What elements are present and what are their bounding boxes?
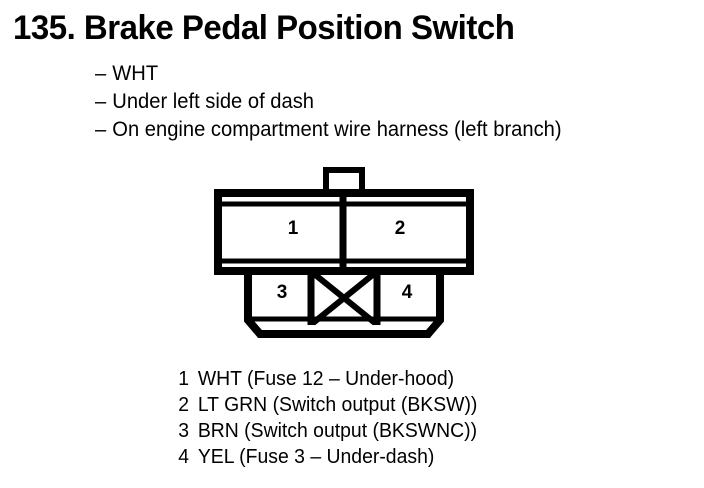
legend-pin-description: BRN (Switch output (BKSWNC)) — [197, 420, 478, 442]
locking-tab-icon — [323, 167, 365, 199]
cavity-number-3: 3 — [276, 282, 288, 303]
bullet-dash-icon: – — [95, 90, 107, 113]
legend-pin-number: 1 — [178, 368, 190, 390]
legend-row: 4 YEL (Fuse 3 – Under-dash) — [160, 444, 477, 470]
legend-pin-number: 2 — [178, 394, 190, 416]
upper-body-shell — [214, 189, 474, 275]
legend-pin-description: YEL (Fuse 3 – Under-dash) — [197, 446, 435, 468]
description-bullet-list: – WHT – Under left side of dash – On eng… — [95, 60, 695, 144]
legend-pin-description: WHT (Fuse 12 – Under-hood) — [197, 368, 455, 390]
legend-row: 1 WHT (Fuse 12 – Under-hood) — [160, 366, 477, 392]
pin-legend: 1 WHT (Fuse 12 – Under-hood) 2 LT GRN (S… — [160, 366, 487, 470]
legend-pin-number: 3 — [178, 420, 190, 442]
list-item-label: On engine compartment wire harness (left… — [112, 118, 562, 141]
list-item: – WHT — [95, 60, 671, 88]
cavity-number-4: 4 — [401, 282, 413, 303]
page-title: 135. Brake Pedal Position Switch — [13, 9, 515, 47]
legend-pin-number: 4 — [178, 446, 190, 468]
bullet-dash-icon: – — [95, 62, 107, 85]
list-item-label: Under left side of dash — [112, 90, 314, 113]
blocked-cavity-x-icon — [311, 270, 377, 326]
lower-body-shell — [244, 267, 444, 338]
list-item: – On engine compartment wire harness (le… — [95, 116, 671, 144]
cavity-number-2: 2 — [394, 218, 406, 239]
list-item: – Under left side of dash — [95, 88, 671, 116]
legend-row: 3 BRN (Switch output (BKSWNC)) — [160, 418, 477, 444]
legend-pin-description: LT GRN (Switch output (BKSW)) — [197, 394, 478, 416]
cavity-number-1: 1 — [287, 218, 299, 239]
bullet-dash-icon: – — [95, 118, 107, 141]
legend-row: 2 LT GRN (Switch output (BKSW)) — [160, 392, 477, 418]
upper-slot-detail — [222, 201, 466, 264]
lower-cavity-dividers — [307, 271, 381, 325]
list-item-label: WHT — [112, 62, 159, 85]
